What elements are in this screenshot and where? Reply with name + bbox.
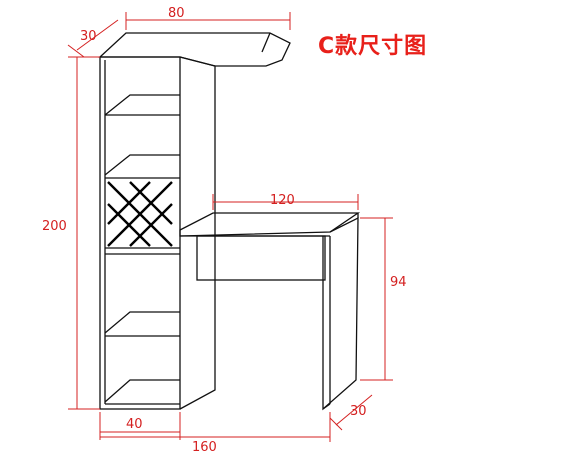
top-counter xyxy=(98,32,291,67)
dim-top-depth-line xyxy=(76,19,119,51)
label-desk-width: 120 xyxy=(270,193,295,208)
desk xyxy=(179,212,361,411)
desk-leg-foot xyxy=(322,403,331,410)
bookcase xyxy=(98,32,291,410)
label-total-height: 200 xyxy=(42,219,67,234)
wine-rack-bar-4 xyxy=(107,181,151,225)
label-desk-height: 94 xyxy=(390,275,407,290)
dim-desk-depth-tick xyxy=(329,417,343,431)
shelf-5 xyxy=(104,379,180,403)
label-total-width: 160 xyxy=(192,440,217,455)
wine-rack-bar-5 xyxy=(107,203,151,247)
label-top-depth: 30 xyxy=(80,29,97,44)
dim-top-depth-tick xyxy=(67,44,85,58)
label-desk-depth: 30 xyxy=(350,404,367,419)
desk-drawer xyxy=(196,235,326,281)
top-counter-edge xyxy=(261,32,271,53)
shelf-1 xyxy=(104,94,180,116)
wine-rack-bar-3 xyxy=(129,181,173,225)
desk-leg-panel xyxy=(322,216,359,411)
dimension-labels: 80 30 200 120 94 30 40 160 xyxy=(42,6,407,455)
label-top-width: 80 xyxy=(168,6,185,21)
dim-desk-depth-line xyxy=(335,394,373,426)
diagram-title: C款尺寸图 xyxy=(318,34,428,59)
desk-top xyxy=(179,212,361,237)
shelf-4 xyxy=(104,311,180,334)
wine-rack-bar-2 xyxy=(107,181,173,247)
dimension-lines xyxy=(67,12,393,442)
wine-rack-bar-6 xyxy=(129,203,173,247)
bookcase-side-panel xyxy=(179,56,216,410)
wine-rack xyxy=(107,181,173,247)
label-bookcase-width: 40 xyxy=(126,417,143,432)
shelf-2 xyxy=(104,154,180,176)
